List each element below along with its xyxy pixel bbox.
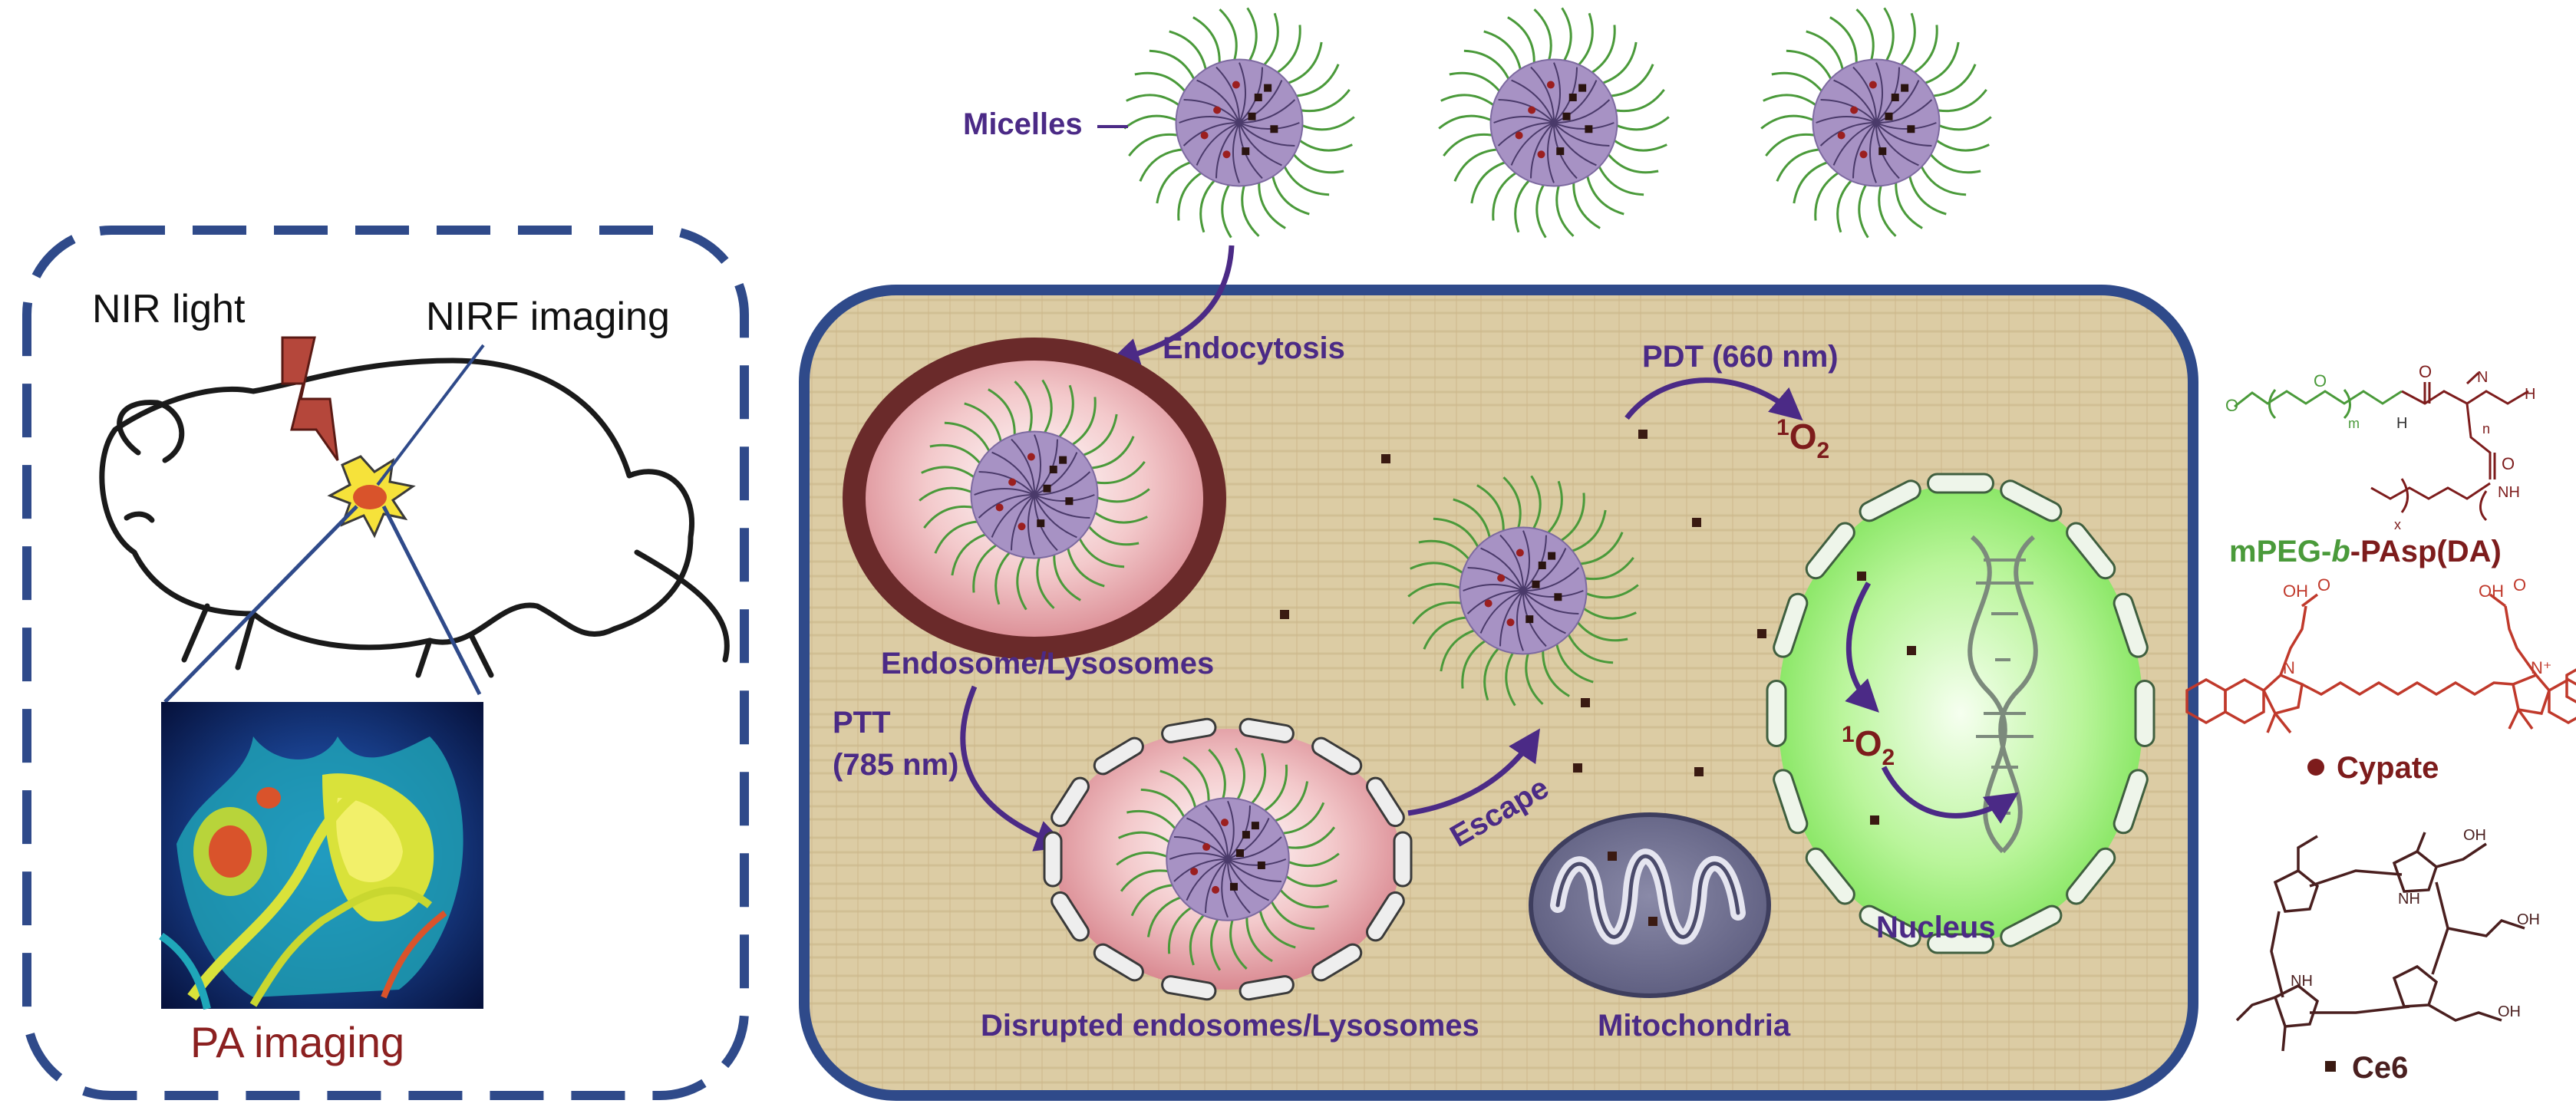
singlet-oxygen-top: 1O2 xyxy=(1776,415,1829,463)
endosome-label: Endosome/Lysosomes xyxy=(881,647,1214,680)
nucleus-arrow-1 xyxy=(1845,582,1879,713)
mpeg-label: mPEG-b-PAsp(DA) xyxy=(2229,535,2502,568)
mpeg-structure xyxy=(2234,389,2403,420)
escape-arrow xyxy=(1407,728,1540,816)
pasp-x: x xyxy=(2394,517,2401,532)
singlet-oxygen-nucleus: 1O2 xyxy=(1842,722,1895,770)
ce6-oh1: OH xyxy=(2463,827,2486,844)
cypate-oh1: OH xyxy=(2283,582,2308,601)
nuclear-envelope-segments xyxy=(1766,473,2155,954)
mitochondria-label: Mitochondria xyxy=(1598,1009,1791,1043)
nirf-pointer-line xyxy=(376,344,485,486)
ce6-nh1: NH xyxy=(2398,891,2420,908)
mpeg-m: m xyxy=(2348,416,2360,431)
ce6-nh2: NH xyxy=(2291,973,2313,990)
nirf-imaging-label: NIRF imaging xyxy=(426,295,670,339)
ce6-dots xyxy=(1280,430,1916,926)
pa-image xyxy=(159,702,483,1010)
mouse-drawing xyxy=(99,357,730,678)
cypate-n2: N⁺ xyxy=(2531,658,2552,677)
ptt-arrow xyxy=(960,685,1068,852)
micelle-in-disrupted-endosome xyxy=(1116,747,1340,971)
pa-imaging-label: PA imaging xyxy=(190,1018,404,1066)
nucleus-arrow-2 xyxy=(1881,766,2019,824)
mpeg-h1: H xyxy=(2396,415,2407,432)
lightning-icon xyxy=(281,336,339,461)
pasp-o2: O xyxy=(2502,454,2515,473)
micelle-escaped xyxy=(1407,475,1639,707)
ce6-label: Ce6 xyxy=(2352,1051,2408,1085)
cypate-label: Cypate xyxy=(2337,751,2439,785)
micelle-top-2 xyxy=(1438,7,1670,239)
ce6-bullet xyxy=(2325,1061,2336,1072)
mpeg-o1: O xyxy=(2225,396,2238,415)
pasp-nh: NH xyxy=(2498,484,2520,501)
pasp-o1: O xyxy=(2419,362,2432,381)
nucleus xyxy=(1778,485,2143,942)
right-panel: O O m H O N H O NH x n mPEG-b-PAsp(DA) xyxy=(2185,362,2576,1085)
ptt-label-line1: PTT xyxy=(833,706,891,740)
disrupted-membrane-segments xyxy=(1043,717,1413,1001)
ptt-label-line2: (785 nm) xyxy=(833,748,959,782)
cypate-structure xyxy=(2185,593,2576,734)
ce6-oh3: OH xyxy=(2498,1003,2521,1020)
nir-light-label: NIR light xyxy=(92,287,246,331)
micelle-top-3 xyxy=(1760,7,1992,239)
micelles-label: Micelles xyxy=(963,107,1083,141)
nucleus-label: Nucleus xyxy=(1876,911,1996,944)
cypate-bullet xyxy=(2307,759,2324,776)
cell-panel: Micelles Endocytosis Endosome/Lysosomes … xyxy=(799,7,2198,1101)
pasp-structure xyxy=(2370,371,2529,522)
endocytosis-arrow xyxy=(1107,245,1235,370)
pdt-arrow xyxy=(1624,377,1803,421)
zoom-line-left xyxy=(163,505,358,703)
ce6-oh2: OH xyxy=(2517,911,2540,928)
pasp-n-sub: n xyxy=(2482,421,2490,437)
pasp-h: H xyxy=(2525,386,2535,403)
left-dashed-frame xyxy=(22,226,749,1100)
micelle-in-endosome xyxy=(919,379,1150,611)
pdt-label: PDT (660 nm) xyxy=(1642,340,1839,374)
cypate-n1: N xyxy=(2283,658,2295,677)
endocytosis-label: Endocytosis xyxy=(1163,331,1345,365)
zoom-line-right xyxy=(381,505,482,696)
mitochondria xyxy=(1529,812,1771,998)
micelle-top-1 xyxy=(1123,7,1355,239)
disrupted-label: Disrupted endosomes/Lysosomes xyxy=(981,1009,1479,1043)
ce6-structure xyxy=(2235,832,2525,1052)
mpeg-o2: O xyxy=(2314,371,2327,390)
pasp-n: N xyxy=(2477,369,2488,386)
left-panel: NIR light NIRF imaging xyxy=(22,226,749,1100)
cypate-o2: O xyxy=(2513,575,2526,595)
cypate-o1: O xyxy=(2317,575,2330,595)
tumor-core xyxy=(353,485,387,509)
cypate-oh2: OH xyxy=(2479,582,2504,601)
